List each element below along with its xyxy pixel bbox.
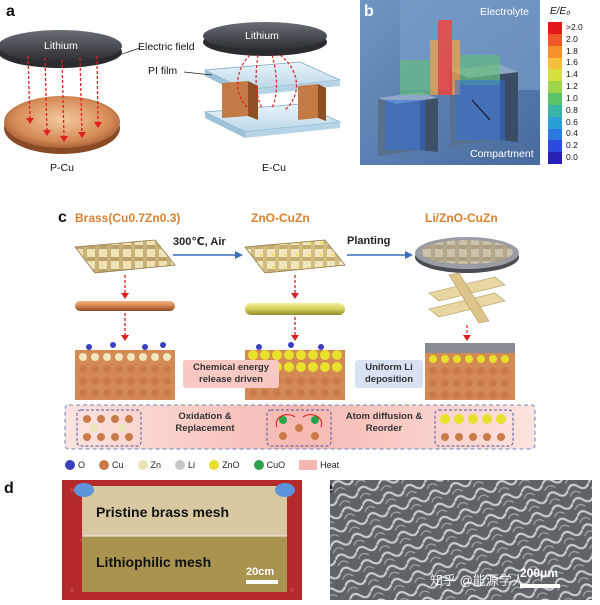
heat-swatch [299, 460, 318, 470]
legend-label: Zn [150, 460, 162, 470]
colorbar-tick-label: 1.4 [566, 69, 578, 80]
legend-item: ZnO [209, 460, 240, 470]
colorbar-segment [548, 128, 562, 141]
panel-a: a [0, 0, 350, 195]
note-uniform-li: Uniform Li deposition [364, 362, 414, 385]
legend-label: CuO [266, 460, 286, 470]
stage1-title: Brass(Cu0.7Zn0.3) [75, 211, 181, 225]
panel-c-letter: c [58, 209, 67, 226]
stage3-title: Li/ZnO-CuZn [425, 211, 498, 225]
panel-a-illustration [0, 22, 342, 154]
colorbar-title: E/E₀ [550, 6, 571, 17]
atom-block-3 [425, 343, 515, 400]
left-lithium-disk [0, 30, 122, 68]
simulation-render [378, 0, 540, 156]
colorbar-segment [548, 57, 562, 70]
sem-image [330, 480, 592, 600]
colorbar-tick-label: 0.0 [566, 152, 578, 163]
colorbar-tick-label: 1.2 [566, 81, 578, 92]
colorbar-segment [548, 104, 562, 118]
lithium-label-right: Lithium [245, 30, 279, 42]
atom-swatch [253, 460, 264, 470]
p-cu-label: P-Cu [50, 162, 74, 174]
legend-label: O [78, 460, 86, 470]
arrow1-label: 300℃, Air [173, 236, 226, 248]
colorbar-tick-label: 0.8 [566, 104, 578, 115]
step-atom-diffusion: Atom diffusion & Reorder [345, 411, 423, 434]
atom-swatch [99, 460, 110, 470]
electrolyte-label: Electrolyte [480, 6, 530, 18]
legend-label: Cu [112, 460, 124, 470]
panel-b-letter: b [364, 3, 374, 20]
left-copper-disk [4, 96, 120, 154]
colorbar-segment [548, 140, 562, 153]
atom-swatch [175, 460, 186, 470]
atom-swatch [65, 460, 75, 470]
colorbar-tick-label: >2.0 [566, 21, 583, 32]
legend-item: O [65, 460, 85, 470]
note-chemical-energy: Chemical energy release driven [192, 362, 270, 385]
legend-item: CuO [253, 460, 286, 470]
scale-label-d: 20cm [246, 566, 275, 578]
legend-label: ZnO [222, 460, 240, 470]
legend-item: Li [175, 460, 195, 470]
colorbar [548, 22, 562, 165]
mesh-photo [70, 483, 295, 592]
colorbar-segment [548, 81, 562, 94]
panel-c: c Brass(Cu0.7Zn0.3) ZnO-CuZn Li/ZnO-CuZn… [55, 205, 545, 480]
panel-d-letter: d [4, 480, 14, 497]
colorbar-segment [548, 93, 562, 106]
pi-film-label: PI film [148, 65, 178, 77]
e-cu-label: E-Cu [262, 162, 286, 174]
colorbar-tick-label: 0.2 [566, 140, 578, 151]
scale-label-e: 200μm [520, 566, 559, 580]
atom-block-1 [75, 342, 175, 400]
compartment-label: Compartment [470, 148, 534, 160]
colorbar-tick-label: 1.8 [566, 45, 578, 56]
colorbar-segment [548, 45, 562, 58]
colorbar-tick-label: 1.6 [566, 57, 578, 68]
lithiophilic-mesh-label: Lithiophilic mesh [96, 554, 212, 570]
legend-item: Heat [299, 460, 339, 470]
colorbar-tick-label: 1.0 [566, 92, 578, 103]
stage2-title: ZnO-CuZn [251, 211, 310, 225]
legend-label: Li [188, 460, 196, 470]
lithium-label-left: Lithium [44, 40, 78, 52]
colorbar-segment [548, 22, 562, 35]
right-pi-films [203, 61, 342, 138]
colorbar-segment [548, 33, 562, 47]
legend-item: Cu [99, 460, 124, 470]
right-lithium-disk [203, 22, 327, 56]
colorbar-tick-label: 0.4 [566, 128, 578, 139]
atom-swatch [209, 460, 220, 470]
panel-e-letter: e [330, 480, 333, 498]
watermark: 知乎 @能源学人 [430, 573, 525, 588]
panel-a-letter: a [6, 3, 15, 20]
step-oxidation: Oxidation & Replacement [175, 411, 235, 434]
arrow2-label: Planting [347, 235, 391, 247]
panel-d: d Pristine brass mesh Lithiophilic mesh … [4, 480, 302, 600]
legend-label: Heat [320, 460, 340, 470]
legend-item: Zn [137, 460, 162, 470]
atom-swatch [137, 460, 148, 470]
simulation-image [360, 0, 540, 165]
panel-e: e 200μm 知乎 @能源学人 [330, 480, 592, 600]
colorbar-segment [548, 116, 562, 129]
colorbar-tick-label: 0.6 [566, 116, 578, 127]
colorbar-segment [548, 152, 562, 165]
colorbar-segment [548, 69, 562, 82]
electric-field-label: Electric field [138, 41, 195, 53]
atom-block-2 [245, 342, 345, 400]
panel-c-legend: O Cu Zn Li ZnO CuO Heat [65, 457, 535, 473]
colorbar-tick-label: 2.0 [566, 33, 578, 44]
panel-c-illustration [64, 237, 536, 450]
pristine-mesh-label: Pristine brass mesh [96, 504, 230, 520]
